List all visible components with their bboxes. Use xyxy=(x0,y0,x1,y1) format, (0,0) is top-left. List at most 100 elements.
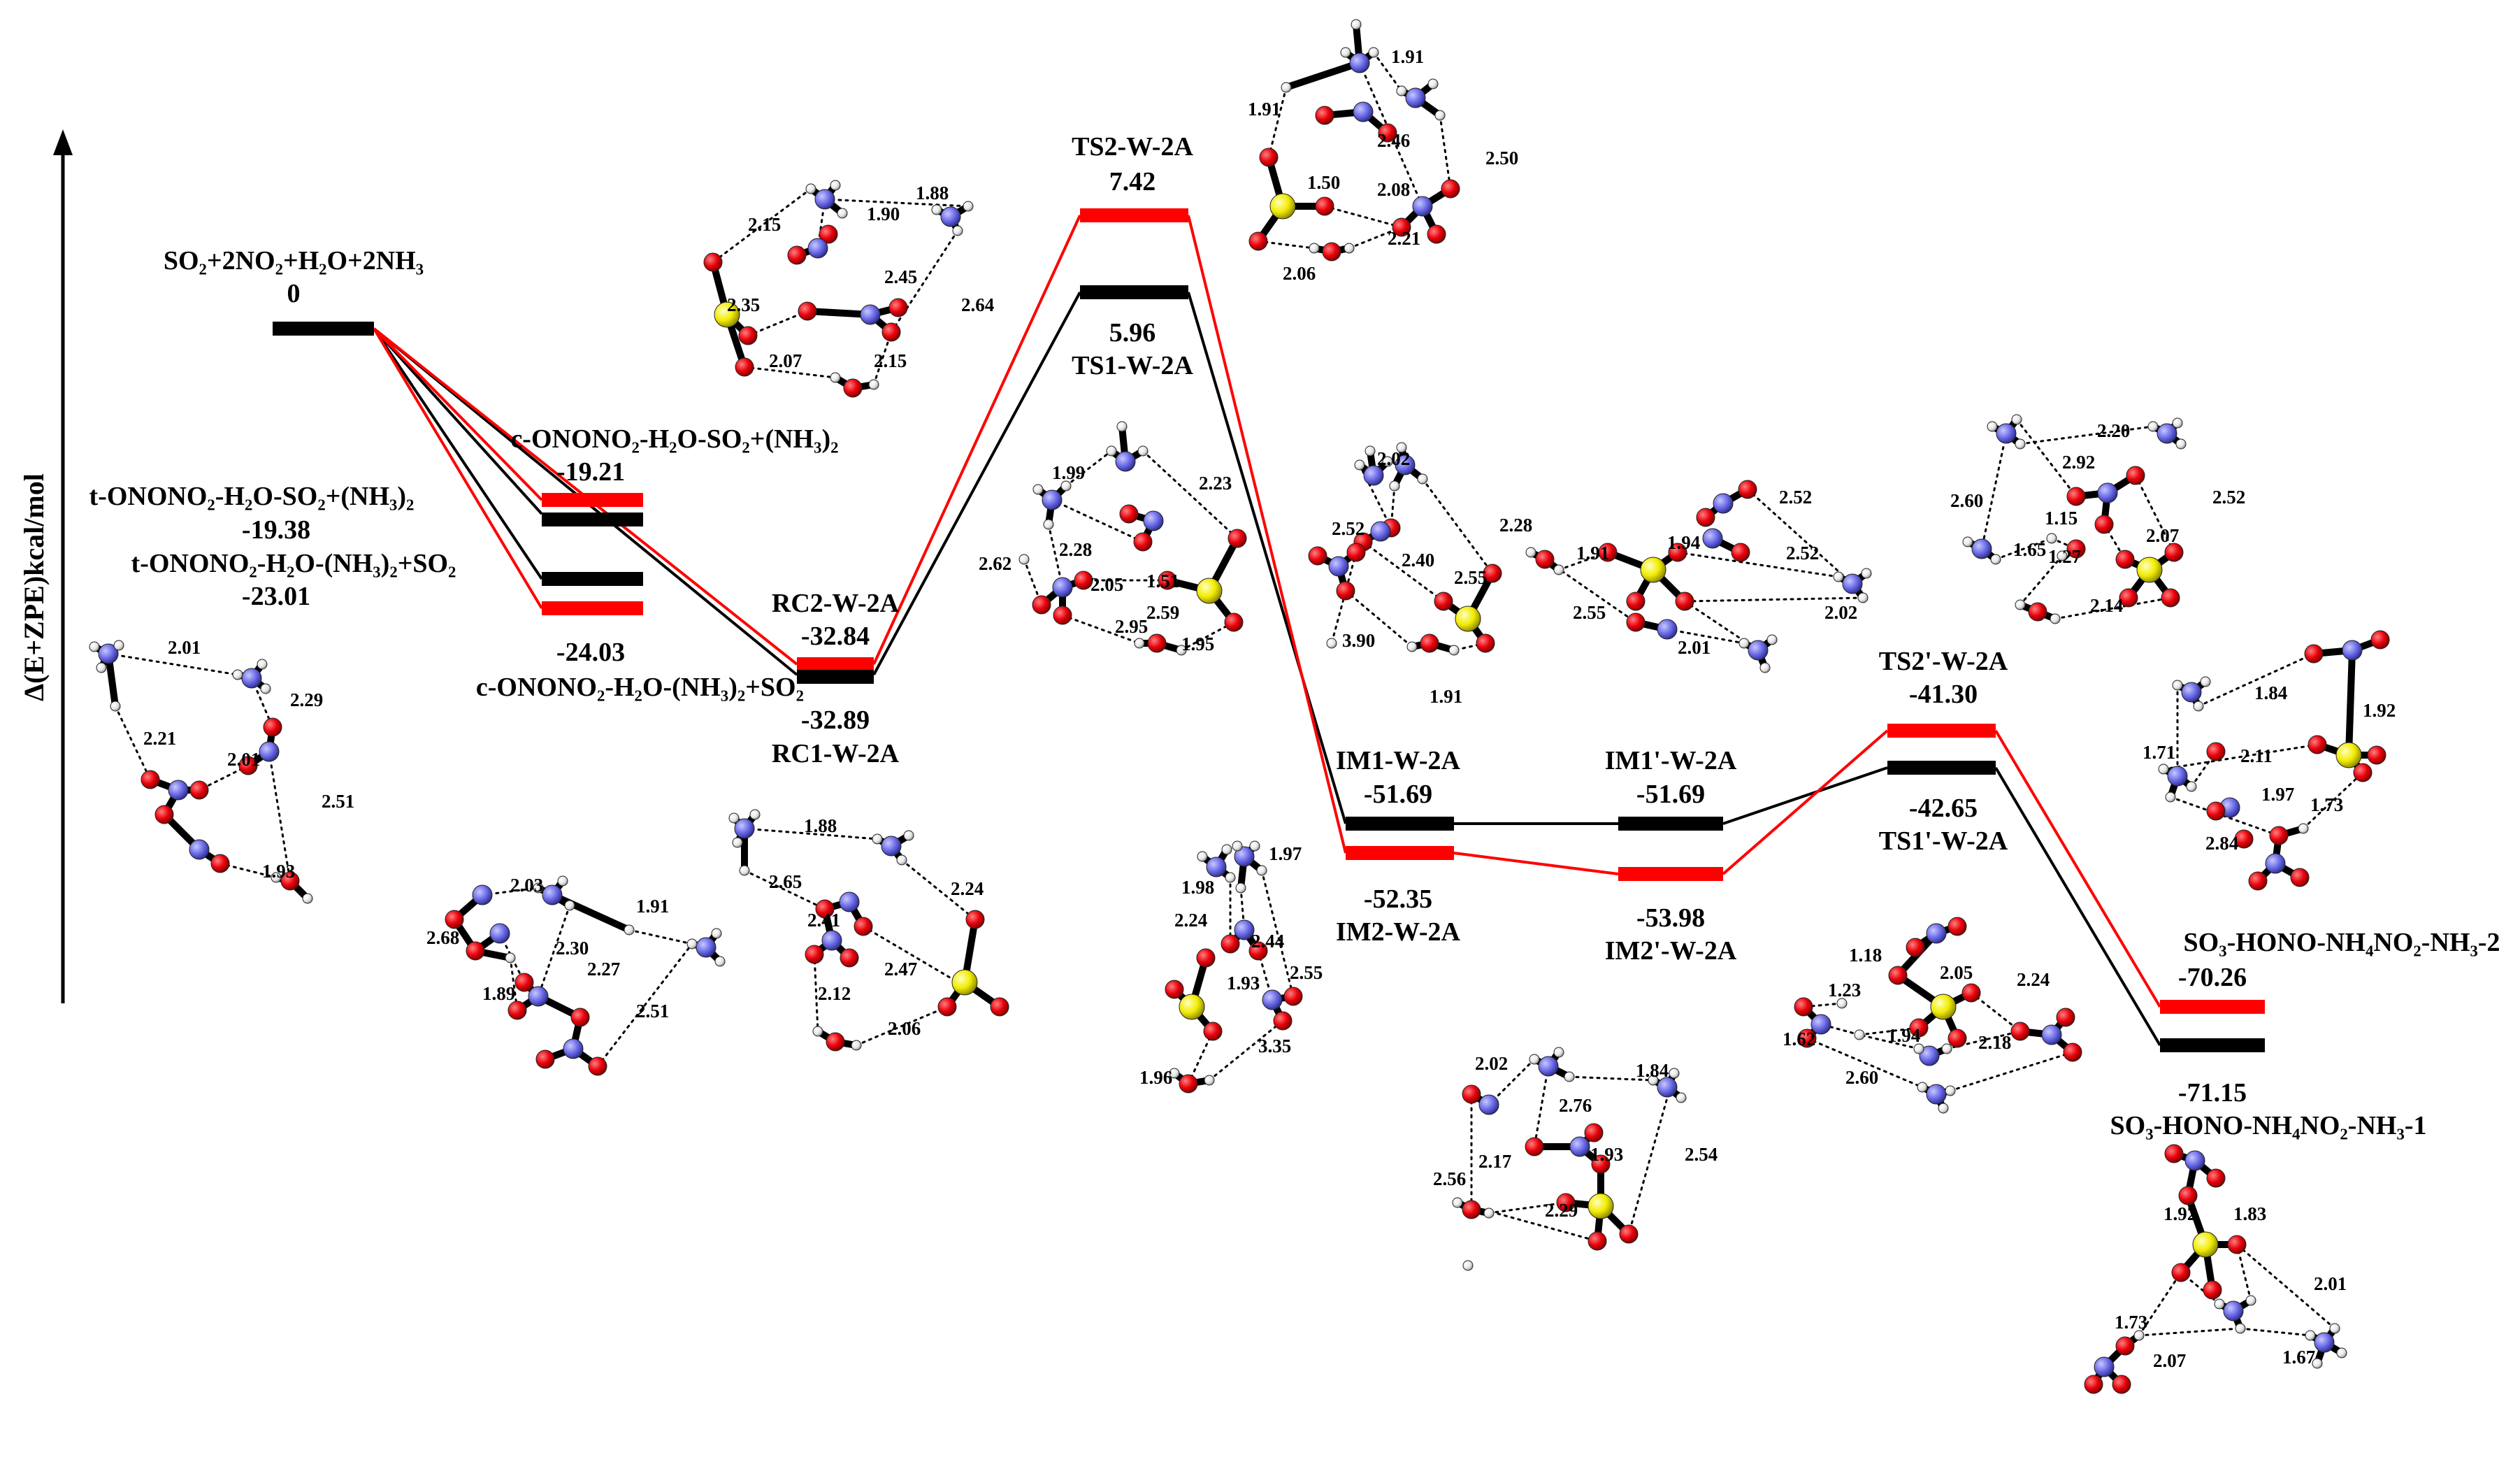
oxygen-atom xyxy=(1626,612,1646,632)
hydrogen-atom xyxy=(1235,882,1246,894)
nitrogen-atom xyxy=(189,839,210,860)
bond-distance-label: 2.07 xyxy=(2153,1350,2186,1371)
nitrogen-atom xyxy=(1926,1084,1947,1105)
bond-distance-label: 1.15 xyxy=(2045,508,2078,529)
hydrogen-bond xyxy=(2138,1327,2242,1337)
bond-distance-label: 2.56 xyxy=(1433,1168,1466,1189)
bond-distance-label: 1.88 xyxy=(804,815,837,836)
nitrogen-atom xyxy=(241,668,262,689)
nitrogen-atom xyxy=(1143,510,1164,531)
hydrogen-atom xyxy=(110,701,121,712)
bond-distance-label: 2.27 xyxy=(587,959,620,980)
oxygen-atom xyxy=(1248,231,1268,251)
label-c-nh3-value: -24.03 xyxy=(556,638,625,667)
bond-distance-label: 2.12 xyxy=(818,983,851,1004)
bond-distance-label: 1.97 xyxy=(2261,784,2294,805)
label-start-value: 0 xyxy=(287,279,301,308)
nitrogen-atom xyxy=(1405,87,1426,108)
oxygen-atom xyxy=(1434,592,1453,611)
hydrogen-bond xyxy=(1970,991,2022,1033)
bond-distance-label: 1.91 xyxy=(1430,686,1462,707)
hydrogen-bond xyxy=(1980,432,2008,550)
oxygen-atom xyxy=(1196,948,1216,968)
bond-distance-label: 2.44 xyxy=(1251,931,1284,952)
bond-distance-label: 2.30 xyxy=(556,938,589,959)
hydrogen-bond xyxy=(2235,1243,2252,1302)
bond-distance-label: 1.97 xyxy=(1269,843,1302,864)
hydrogen-bond xyxy=(1065,450,1113,487)
oxygen-atom xyxy=(703,252,723,272)
hydrogen-bond xyxy=(268,750,291,882)
nitrogen-atom xyxy=(2167,766,2188,787)
bond-distance-label: 1.73 xyxy=(2115,1312,2147,1333)
sulfur-atom xyxy=(1455,605,1481,632)
hydrogen-atom xyxy=(1365,445,1376,457)
hydrogen-atom xyxy=(686,938,698,949)
hydrogen-atom xyxy=(1060,480,1072,492)
y-axis-arrowhead xyxy=(53,129,73,155)
hydrogen-bond xyxy=(1806,1037,1924,1089)
hydrogen-atom xyxy=(1483,1207,1495,1219)
bond-distance-label: 1.98 xyxy=(1181,877,1214,898)
hydrogen-bond xyxy=(813,953,819,1033)
hydrogen-atom xyxy=(1857,592,1869,603)
label-ts2p-name: TS2'-W-2A xyxy=(1879,647,2008,676)
oxygen-atom xyxy=(2063,1042,2082,1062)
hydrogen-atom xyxy=(1553,1047,1564,1058)
oxygen-atom xyxy=(1315,106,1334,125)
bond-distance-label: 2.20 xyxy=(2097,420,2130,441)
hydrogen-atom xyxy=(2158,764,2169,775)
hydrogen-bond xyxy=(596,943,693,1068)
oxygen-atom xyxy=(1476,633,1495,653)
hydrogen-atom xyxy=(1648,1075,1659,1086)
oxygen-atom xyxy=(1731,543,1750,562)
hydrogen-bond xyxy=(2015,418,2078,498)
hydrogen-atom xyxy=(1462,1260,1474,1271)
label-t-nh3-name: t-ONONO₂-H₂O-(NH₃)₂+SO₂ xyxy=(131,549,456,578)
nitrogen-atom xyxy=(1478,1094,1499,1115)
oxygen-atom xyxy=(1308,546,1327,566)
nitrogen-atom xyxy=(2097,482,2118,503)
bond-distance-label: 2.52 xyxy=(1786,543,1819,564)
bond-distance-label: 2.64 xyxy=(961,294,994,315)
nitrogen-atom xyxy=(2181,682,2202,703)
oxygen-atom xyxy=(1556,1193,1576,1212)
oxygen-atom xyxy=(588,1056,607,1076)
hydrogen-bond xyxy=(1488,1201,1567,1214)
nitrogen-atom xyxy=(1842,573,1863,594)
hydrogen-atom xyxy=(1417,473,1428,485)
oxygen-atom xyxy=(1165,980,1184,999)
bond-distance-label: 1.91 xyxy=(1391,46,1424,67)
hydrogen-bond xyxy=(1372,51,1403,92)
hydrogen-bond xyxy=(823,198,970,208)
bond-distance-label: 2.17 xyxy=(1478,1151,1511,1172)
oxygen-atom xyxy=(570,1008,590,1027)
hydrogen-bond xyxy=(2138,1271,2182,1337)
oxygen-atom xyxy=(2094,515,2114,534)
nitrogen-atom xyxy=(807,238,828,259)
nitrogen-atom xyxy=(2157,423,2177,444)
bond-distance-label: 2.55 xyxy=(1290,962,1323,983)
bond-distance-label: 2.02 xyxy=(1824,602,1857,623)
bond-distance-label: 1.92 xyxy=(2363,700,2396,721)
bond-distance-label: 2.08 xyxy=(1377,179,1410,200)
oxygen-atom xyxy=(2066,487,2086,506)
oxygen-atom xyxy=(1961,983,1981,1003)
hydrogen-atom xyxy=(1917,1082,1928,1093)
hydrogen-atom xyxy=(1256,865,1267,876)
hydrogen-bond xyxy=(2302,771,2364,830)
nitrogen-atom xyxy=(1702,528,1723,549)
oxygen-atom xyxy=(2203,1280,2222,1300)
hydrogen-bond xyxy=(1023,558,1043,606)
covalent-bond xyxy=(549,891,633,933)
sulfur-atom xyxy=(1179,994,1205,1020)
bond-distance-label: 2.50 xyxy=(1485,148,1518,169)
bond-distance-label: 2.15 xyxy=(874,350,907,371)
label-p2-name: SO₃-HONO-NH₄NO₂-NH₃-2 xyxy=(2184,928,2500,957)
oxygen-atom xyxy=(2227,1235,2247,1254)
bond-distance-label: 2.24 xyxy=(951,878,984,899)
nitrogen-atom xyxy=(1262,989,1283,1010)
bond-distance-label: 1.84 xyxy=(2254,682,2287,703)
hydrogen-atom xyxy=(1116,421,1128,432)
